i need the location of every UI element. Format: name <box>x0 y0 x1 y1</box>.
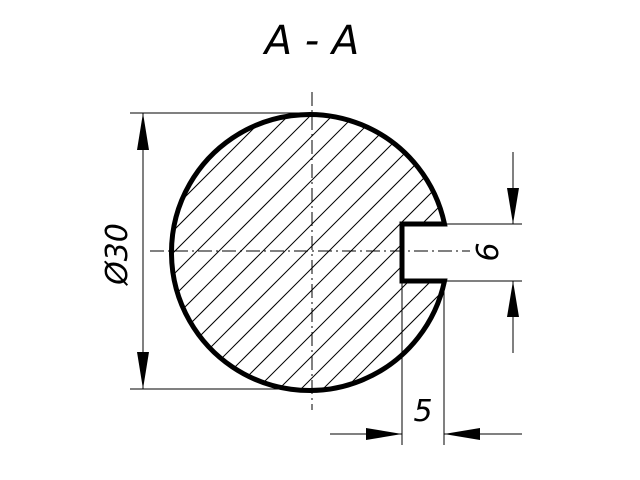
keyway-width-label: 6 <box>471 242 506 261</box>
hatch-line <box>289 114 445 391</box>
hatch-line <box>245 114 445 391</box>
hatch-line <box>201 114 445 391</box>
hatch-line <box>267 114 445 391</box>
hatch-line <box>171 114 349 391</box>
hatch-line <box>223 114 445 391</box>
hatch-line <box>171 114 327 391</box>
diameter-arrow-bottom <box>137 352 149 389</box>
hatch-line <box>399 114 445 391</box>
keyway-width-arrow-top <box>507 188 519 224</box>
hatch-line <box>171 114 305 391</box>
hatch-line <box>311 114 445 391</box>
keyway-depth-label: 5 <box>413 394 432 429</box>
hatch-line <box>377 114 445 391</box>
hatch-line <box>171 114 283 391</box>
diameter-arrow-top <box>137 113 149 150</box>
hatch-line <box>171 114 437 391</box>
keyway-depth-dimension: 5 <box>330 281 522 445</box>
keyway-width-dimension: 6 <box>444 152 522 353</box>
diameter-label: Ø30 <box>100 223 135 287</box>
keyway-width-arrow-bottom <box>507 281 519 317</box>
hatch-line <box>171 114 371 391</box>
section-hatching <box>171 114 445 391</box>
section-title: A - A <box>262 18 360 64</box>
keyway-depth-arrow-left <box>366 428 402 440</box>
keyway-depth-arrow-right <box>444 428 480 440</box>
hatch-line <box>171 114 393 391</box>
hatch-line <box>171 114 445 391</box>
hatch-line <box>171 114 195 391</box>
hatch-line <box>333 114 445 391</box>
hatch-line <box>171 114 415 391</box>
diameter-dimension: Ø30 <box>100 112 312 390</box>
shaft-outline <box>169 112 448 393</box>
